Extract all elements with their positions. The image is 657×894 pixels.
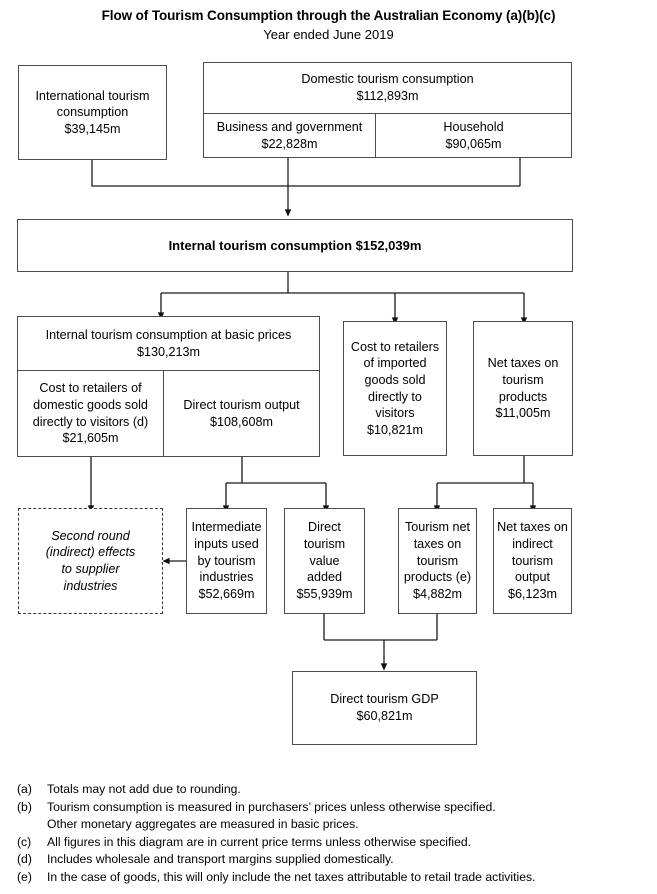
cost-domestic-value: $21,605m (62, 431, 119, 446)
box-internal-consumption-basic-prices: Internal tourism consumption at basic pr… (17, 316, 320, 457)
box-domestic-tourism-consumption: Domestic tourism consumption $112,893m B… (203, 62, 572, 158)
cost-domestic-line3: directly to visitors (d) (32, 414, 149, 429)
footnote-b-continuation: Other monetary aggregates are measured i… (47, 817, 359, 832)
net-taxes-indirect-line2: indirect (512, 537, 553, 552)
footnote-a-key: (a) (17, 782, 32, 796)
domestic-value: $112,893m (356, 89, 419, 103)
international-value: $39,145m (64, 121, 121, 136)
footnote-d-text: Includes wholesale and transport margins… (47, 852, 394, 867)
cost-imported-line5: visitors (375, 406, 415, 421)
tourism-net-taxes-line3: tourism (416, 553, 459, 568)
net-taxes-indirect-line3: tourism (511, 553, 554, 568)
value-added-line1: Direct (308, 520, 341, 535)
footnote-b-key: (b) (17, 799, 32, 814)
cell-household: Household $90,065m (376, 114, 571, 157)
footnotes: (a) Totals may not add due to rounding. … (17, 781, 647, 886)
cell-direct-tourism-output: Direct tourism output $108,608m (164, 371, 319, 456)
value-added-line3: value (309, 553, 340, 568)
intermediate-line3: by tourism (197, 553, 256, 568)
gdp-value: $60,821m (356, 709, 413, 723)
cost-imported-line1: Cost to retailers (350, 339, 440, 354)
footnote-a-text: Totals may not add due to rounding. (47, 782, 241, 796)
cost-imported-line2: of imported (363, 356, 427, 371)
domestic-label: Domestic tourism consumption (301, 72, 474, 87)
value-added-value: $55,939m (296, 586, 353, 601)
net-taxes-products-line3: products (498, 389, 548, 404)
second-round-line4: industries (63, 578, 118, 593)
intermediate-line2: inputs used (194, 537, 259, 552)
net-taxes-indirect-line1: Net taxes on (497, 520, 568, 535)
basic-prices-label: Internal tourism consumption at basic pr… (45, 328, 292, 342)
cell-cost-retailers-domestic-goods: Cost to retailers of domestic goods sold… (18, 371, 164, 456)
cost-domestic-line1: Cost to retailers of (39, 381, 142, 396)
box-cost-retailers-imported-goods: Cost to retailers of imported goods sold… (343, 321, 447, 456)
net-taxes-indirect-line4: output (514, 570, 550, 585)
domestic-header-cell: Domestic tourism consumption $112,893m (204, 63, 571, 114)
box-intermediate-inputs: Intermediate inputs used by tourism indu… (186, 508, 267, 614)
box-second-round-effects: Second round (indirect) effects to suppl… (18, 508, 163, 614)
cost-domestic-line2: domestic goods sold (33, 398, 148, 412)
basic-prices-split-row: Cost to retailers of domestic goods sold… (18, 371, 319, 456)
footnote-d: (d) Includes wholesale and transport mar… (17, 851, 647, 869)
footnote-c-key: (c) (17, 834, 32, 849)
box-direct-tourism-value-added: Direct tourism value added $55,939m (284, 508, 365, 614)
basic-prices-header-cell: Internal tourism consumption at basic pr… (18, 317, 319, 372)
international-line1: International tourism (35, 88, 150, 103)
internal-consumption-label: Internal tourism consumption $152,039m (168, 237, 422, 253)
direct-output-value: $108,608m (209, 414, 274, 429)
box-internal-tourism-consumption: Internal tourism consumption $152,039m (17, 219, 573, 272)
net-taxes-products-line2: tourism (502, 372, 544, 387)
footnote-a: (a) Totals may not add due to rounding. (17, 781, 647, 799)
domestic-split-row: Business and government $22,828m Househo… (204, 114, 571, 157)
page-subtitle: Year ended June 2019 (263, 27, 394, 42)
second-round-line2: (indirect) effects (45, 545, 136, 560)
box-net-taxes-indirect-output: Net taxes on indirect tourism output $6,… (493, 508, 572, 614)
footnote-e-text: In the case of goods, this will only inc… (47, 869, 536, 884)
value-added-line2: tourism (303, 537, 346, 552)
business-government-label: Business and government (216, 119, 363, 134)
household-label: Household (443, 119, 504, 134)
footnote-d-key: (d) (17, 852, 32, 867)
net-taxes-indirect-value: $6,123m (507, 586, 557, 601)
intermediate-value: $52,669m (198, 586, 255, 601)
value-added-line4: added (306, 570, 343, 585)
gdp-label: Direct tourism GDP (330, 692, 439, 707)
international-line2: consumption (56, 105, 129, 120)
cost-imported-line3: goods sold (364, 372, 426, 387)
cost-imported-line4: directly to (368, 389, 422, 404)
box-international-tourism-consumption: International tourism consumption $39,14… (18, 65, 167, 160)
page-title: Flow of Tourism Consumption through the … (101, 8, 556, 23)
business-government-value: $22,828m (261, 136, 318, 151)
second-round-line3: to supplier (61, 562, 120, 576)
net-taxes-products-value: $11,005m (495, 406, 551, 421)
footnote-e: (e) In the case of goods, this will only… (17, 869, 647, 887)
box-tourism-net-taxes-products: Tourism net taxes on tourism products (e… (398, 508, 477, 614)
tourism-net-taxes-line2: taxes on (413, 537, 462, 552)
footnote-b-text: Tourism consumption is measured in purch… (47, 799, 496, 814)
footnote-c-text: All figures in this diagram are in curre… (47, 834, 472, 849)
net-taxes-products-line1: Net taxes on (487, 356, 559, 371)
intermediate-line1: Intermediate (191, 520, 262, 535)
footnote-c: (c) All figures in this diagram are in c… (17, 834, 647, 852)
tourism-net-taxes-value: $4,882m (412, 586, 462, 601)
intermediate-line4: industries (199, 570, 254, 585)
box-net-taxes-tourism-products: Net taxes on tourism products $11,005m (473, 321, 573, 456)
footnote-e-key: (e) (17, 869, 32, 884)
tourism-net-taxes-line1: Tourism net (404, 520, 471, 535)
basic-prices-value: $130,213m (136, 344, 201, 359)
cell-business-and-government: Business and government $22,828m (204, 114, 376, 157)
direct-output-label: Direct tourism output (183, 398, 300, 412)
cost-imported-value: $10,821m (366, 422, 423, 437)
household-value: $90,065m (445, 136, 502, 151)
box-direct-tourism-gdp: Direct tourism GDP $60,821m (292, 671, 477, 745)
tourism-net-taxes-line4: products (e) (403, 570, 472, 585)
footnote-b: (b) Tourism consumption is measured in p… (17, 799, 647, 817)
second-round-line1: Second round (51, 528, 130, 543)
